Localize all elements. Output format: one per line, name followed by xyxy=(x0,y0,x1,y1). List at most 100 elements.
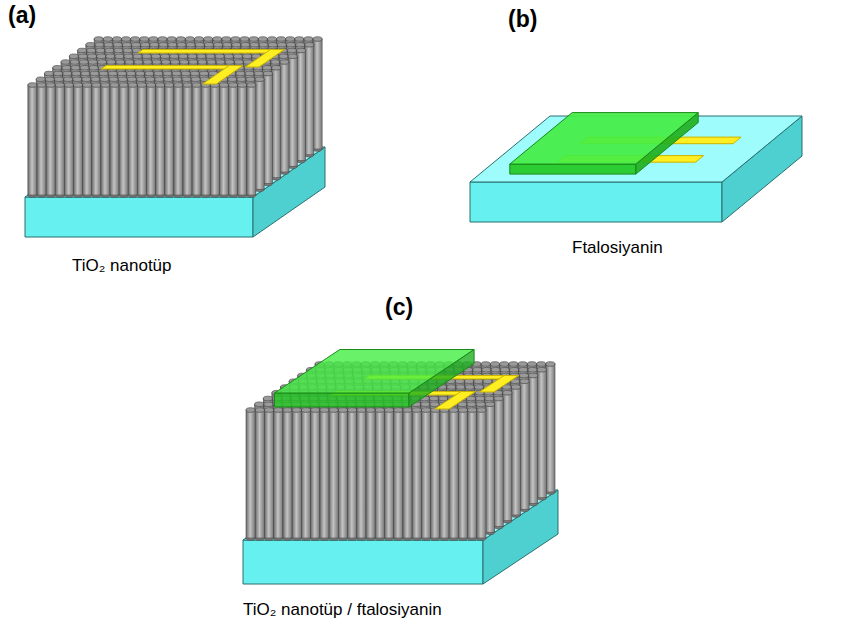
nanotube-top xyxy=(219,83,228,88)
nanotube-top xyxy=(133,54,142,59)
nanotube-top xyxy=(108,71,117,76)
nanotube-top xyxy=(127,71,136,76)
nanotube-top xyxy=(104,42,113,47)
nanotube-top xyxy=(64,83,73,88)
nanotube-body xyxy=(137,85,146,195)
nanotube-top xyxy=(473,367,482,372)
nanotube-top xyxy=(519,367,528,372)
nanotube-top xyxy=(537,367,546,372)
nanotube-top xyxy=(313,37,322,42)
nanotube-body xyxy=(192,85,201,195)
nanotube-top xyxy=(264,408,273,413)
nanotube-body xyxy=(520,381,529,509)
nanotube-top xyxy=(467,402,476,407)
nanotube-top xyxy=(163,71,172,76)
nanotube-top xyxy=(249,37,258,42)
nanotube-top xyxy=(519,373,528,378)
nanotube-top xyxy=(181,71,190,76)
nanotube-top xyxy=(503,390,512,395)
nanotube-top xyxy=(283,408,292,413)
nanotube-top xyxy=(259,42,268,47)
tio2-nanotube-device xyxy=(25,37,325,237)
nanotube-top xyxy=(228,77,237,82)
nanotube-top xyxy=(118,77,127,82)
nanotube-top xyxy=(78,48,87,53)
nanotube-body xyxy=(431,410,440,538)
nanotube-top xyxy=(527,362,536,367)
nanotube-top xyxy=(412,408,421,413)
nanotube-body xyxy=(64,85,73,195)
nanotube-top xyxy=(305,42,314,47)
nanotube-top xyxy=(264,402,273,407)
nanotube-body xyxy=(210,85,219,195)
nanotube-top xyxy=(474,379,483,384)
nanotube-body xyxy=(183,85,192,195)
nanotube-top xyxy=(258,37,267,42)
nanotube-top xyxy=(114,48,123,53)
nanotube-top xyxy=(165,83,174,88)
nanotube-top xyxy=(206,54,215,59)
nanotube-top xyxy=(194,37,203,42)
nanotube-top xyxy=(311,408,320,413)
nanotube-top xyxy=(482,367,491,372)
nanotube-top xyxy=(28,83,37,88)
nanotube-top xyxy=(271,60,280,65)
electrode xyxy=(435,392,476,410)
nanotube-top xyxy=(176,37,185,42)
nanotube-top xyxy=(476,402,485,407)
nanotube-top xyxy=(456,385,465,390)
substrate-front xyxy=(243,540,483,584)
nanotube-top xyxy=(245,71,254,76)
panel-tag: (c) xyxy=(385,294,413,321)
nanotube-top xyxy=(160,54,169,59)
nanotube-body xyxy=(280,62,289,172)
nanotube-top xyxy=(320,408,329,413)
nanotube-body xyxy=(110,85,119,195)
nanotube-body xyxy=(338,410,347,538)
nanotube-top xyxy=(430,402,439,407)
nanotube-top xyxy=(286,37,295,42)
nanotube-top xyxy=(458,408,467,413)
nanotube-top xyxy=(141,42,150,47)
nanotube-top xyxy=(213,37,222,42)
nanotube-top xyxy=(240,37,249,42)
nanotube-top xyxy=(474,385,483,390)
nanotube-body xyxy=(263,74,272,184)
nanotube-top xyxy=(72,71,81,76)
nanotube-body xyxy=(529,376,538,504)
nanotube-top xyxy=(136,77,145,82)
nanotube-top xyxy=(103,37,112,42)
nanotube-top xyxy=(465,379,474,384)
nanotube-top xyxy=(83,83,92,88)
nanotube-top xyxy=(500,362,509,367)
nanotube-top xyxy=(216,60,225,65)
nanotube-top xyxy=(152,60,161,65)
electrode xyxy=(203,66,243,85)
nanotube-top xyxy=(113,42,122,47)
nanotube-top xyxy=(80,65,89,70)
nanotube-top xyxy=(267,37,276,42)
nanotube-top xyxy=(286,42,295,47)
nanotube-body xyxy=(28,85,37,195)
nanotube-body xyxy=(477,410,486,538)
nanotube-top xyxy=(131,42,140,47)
nanotube-top xyxy=(204,42,213,47)
nanotube-top xyxy=(45,77,54,82)
nanotube-top xyxy=(528,367,537,372)
nanotube-top xyxy=(223,42,232,47)
nanotube-top xyxy=(225,60,234,65)
nanotube-body xyxy=(412,410,421,538)
nanotube-body xyxy=(92,85,101,195)
nanotube-body xyxy=(165,85,174,195)
nanotube-top xyxy=(468,408,477,413)
nanotube-top xyxy=(491,367,500,372)
nanotube-top xyxy=(36,77,45,82)
nanotube-top xyxy=(255,408,264,413)
nanotube-top xyxy=(476,396,485,401)
nanotube-top xyxy=(69,54,78,59)
nanotube-top xyxy=(263,396,272,401)
nanotube-top xyxy=(490,362,499,367)
nanotube-top xyxy=(247,83,256,88)
nanotube-body xyxy=(421,410,430,538)
nanotube-top xyxy=(429,396,438,401)
